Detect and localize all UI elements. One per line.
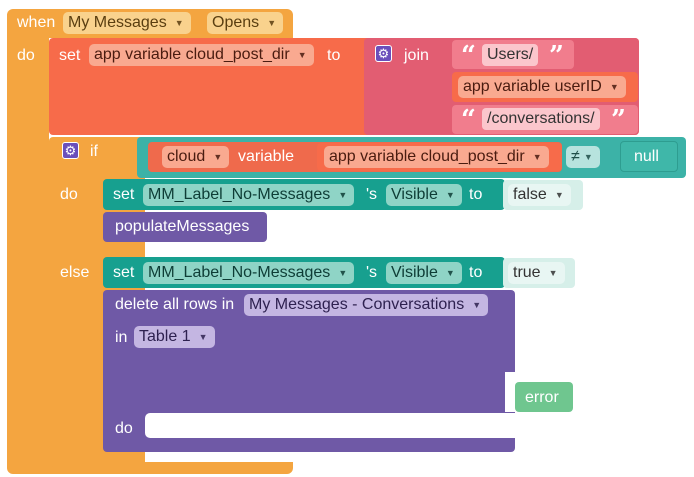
chevron-down-icon: ▼: [554, 190, 564, 200]
quote-icon: ”: [549, 41, 564, 71]
source-dropdown[interactable]: cloud ▼: [162, 146, 230, 168]
else-property-dropdown[interactable]: Visible ▼: [386, 262, 462, 284]
then-to-label: to: [469, 186, 483, 203]
else-set-label: set: [113, 264, 135, 281]
delete-all-rows-label: delete all rows in: [115, 296, 235, 313]
chevron-down-icon: ▼: [213, 152, 223, 162]
else-label: else: [60, 264, 90, 281]
then-property-dropdown[interactable]: Visible ▼: [386, 184, 462, 206]
error-block[interactable]: [515, 382, 573, 412]
gear-icon[interactable]: ⚙: [62, 142, 79, 159]
false-dropdown[interactable]: false ▼: [508, 184, 571, 206]
then-possessive-label: 's: [366, 186, 378, 203]
to-label: to: [327, 47, 341, 64]
table-dropdown[interactable]: Table 1 ▼: [134, 326, 215, 348]
if-do-label: do: [60, 186, 78, 203]
chevron-down-icon: ▼: [548, 268, 558, 278]
text-field-users[interactable]: Users/: [482, 44, 539, 66]
if-label: if: [90, 143, 98, 160]
quote-icon: “: [461, 41, 476, 71]
then-component-dropdown[interactable]: MM_Label_No-Messages ▼: [143, 184, 355, 206]
then-set-label: set: [113, 186, 135, 203]
uservar-dropdown[interactable]: app variable userID ▼: [458, 76, 626, 98]
else-component-dropdown[interactable]: MM_Label_No-Messages ▼: [143, 262, 355, 284]
error-label: error: [525, 389, 559, 406]
chevron-down-icon: ▼: [338, 268, 348, 278]
chevron-down-icon: ▼: [583, 152, 593, 162]
chevron-down-icon: ▼: [338, 190, 348, 200]
else-to-label: to: [469, 264, 483, 281]
delete-block-error-gap: [505, 372, 517, 412]
else-do-label: do: [115, 420, 133, 437]
quote-icon: “: [461, 105, 476, 135]
chevron-down-icon: ▼: [445, 190, 455, 200]
chevron-down-icon: ▼: [267, 18, 277, 28]
datasource-dropdown[interactable]: My Messages - Conversations ▼: [244, 294, 489, 316]
delete-block-do-channel: [145, 413, 515, 438]
cloud-var-dropdown[interactable]: app variable cloud_post_dir ▼: [324, 146, 549, 168]
variable-word-label: variable: [238, 148, 295, 165]
text-field-conversations[interactable]: /conversations/: [482, 108, 600, 130]
component-dropdown[interactable]: My Messages ▼: [63, 12, 191, 34]
true-dropdown[interactable]: true ▼: [508, 262, 565, 284]
gear-icon[interactable]: ⚙: [375, 45, 392, 62]
operator-dropdown[interactable]: ≠ ▼: [566, 146, 600, 168]
event-dropdown[interactable]: Opens ▼: [207, 12, 284, 34]
chevron-down-icon: ▼: [445, 268, 455, 278]
null-block[interactable]: [620, 141, 678, 172]
variable-dropdown[interactable]: app variable cloud_post_dir ▼: [89, 44, 314, 66]
do-label: do: [17, 47, 35, 64]
populate-messages-label: populateMessages: [115, 218, 250, 235]
else-possessive-label: 's: [366, 264, 378, 281]
call-populate-messages-block[interactable]: [103, 212, 267, 242]
set-label: set: [59, 47, 81, 64]
chevron-down-icon: ▼: [532, 152, 542, 162]
chevron-down-icon: ▼: [174, 18, 184, 28]
chevron-down-icon: ▼: [609, 82, 619, 92]
chevron-down-icon: ▼: [472, 300, 482, 310]
quote-icon: ”: [611, 105, 626, 135]
in-label: in: [115, 329, 128, 346]
chevron-down-icon: ▼: [198, 332, 208, 342]
when-label: when: [17, 14, 56, 31]
chevron-down-icon: ▼: [297, 50, 307, 60]
join-label: join: [404, 47, 429, 64]
null-label: null: [634, 148, 659, 165]
